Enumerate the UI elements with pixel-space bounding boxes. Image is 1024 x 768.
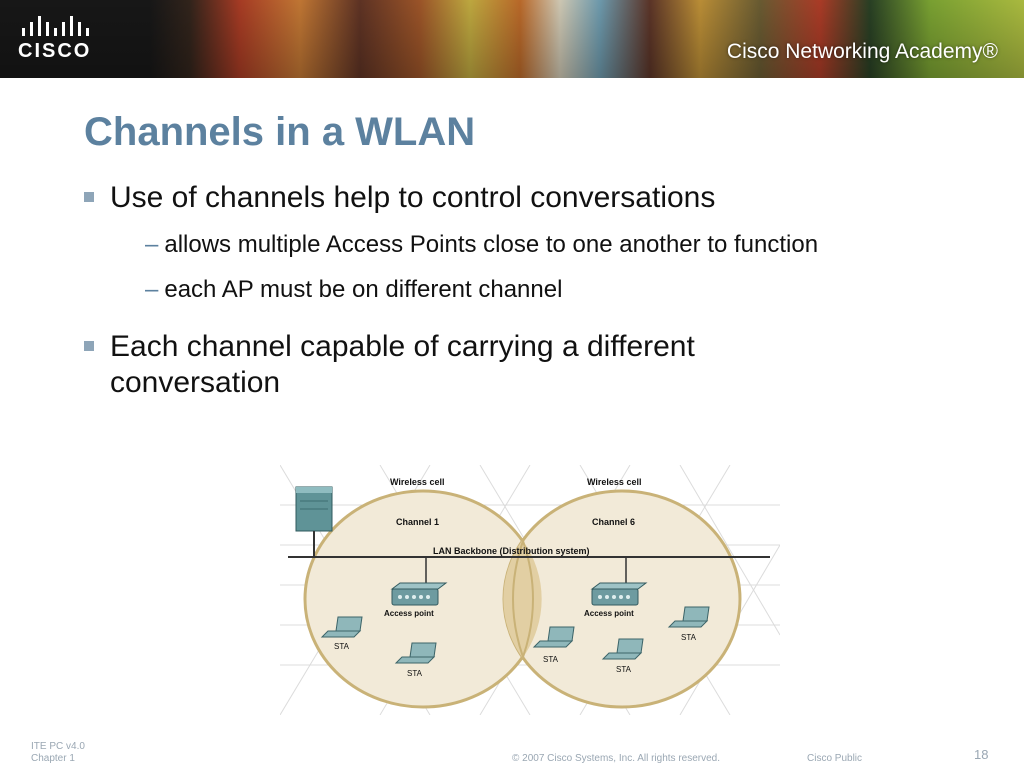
sta-label: STA xyxy=(334,642,349,651)
wlan-channel-diagram: Wireless cell Wireless cell Channel 1 Ch… xyxy=(280,465,780,715)
footer-copyright: © 2007 Cisco Systems, Inc. All rights re… xyxy=(512,753,721,764)
sta-label: STA xyxy=(407,669,422,678)
sub-bullet-1: –allows multiple Access Points close to … xyxy=(145,231,818,259)
banner-shade xyxy=(0,0,1024,78)
sta-label: STA xyxy=(681,633,696,642)
sub-bullet-1-text: allows multiple Access Points close to o… xyxy=(164,231,819,258)
access-point-right-icon xyxy=(590,557,648,606)
access-point-left-icon xyxy=(390,557,448,606)
cell-right-label: Wireless cell xyxy=(587,477,642,487)
laptop-icon xyxy=(320,606,710,664)
bullet-2-text: Each channel capable of carrying a diffe… xyxy=(110,330,695,399)
slide-title: Channels in a WLAN xyxy=(84,110,476,154)
bullet-square-icon xyxy=(84,192,94,202)
ap-right-label: Access point xyxy=(584,609,634,618)
footer-chapter: Chapter 1 xyxy=(31,753,75,764)
diagram-canvas xyxy=(280,465,780,715)
ap-left-label: Access point xyxy=(384,609,434,618)
channel-right-label: Channel 6 xyxy=(592,517,636,527)
channel-left-label: Channel 1 xyxy=(396,517,440,527)
bullet-square-icon xyxy=(84,341,94,351)
bullet-1-text: Use of channels help to control conversa… xyxy=(110,181,716,214)
academy-title: Cisco Networking Academy® xyxy=(726,40,998,63)
cisco-bars-icon xyxy=(22,16,89,36)
sub-bullet-2-text: each AP must be on different channel xyxy=(164,276,563,303)
server-icon xyxy=(295,486,333,557)
sub-bullet-dash: – xyxy=(145,231,159,258)
page-number: 18 xyxy=(974,747,989,762)
backbone-label: LAN Backbone (Distribution system) xyxy=(433,546,590,556)
footer-course: ITE PC v4.0 xyxy=(31,741,85,752)
sub-bullet-dash: – xyxy=(145,276,159,303)
sta-label: STA xyxy=(543,655,558,664)
footer-classification: Cisco Public xyxy=(807,753,863,764)
sub-bullet-2: –each AP must be on different channel xyxy=(145,276,562,304)
header-banner: CISCO Cisco Networking Academy® xyxy=(0,0,1024,78)
cisco-wordmark: CISCO xyxy=(18,40,92,62)
sta-label: STA xyxy=(616,665,631,674)
cell-left-label: Wireless cell xyxy=(390,477,445,487)
cisco-logo: CISCO xyxy=(18,14,128,64)
